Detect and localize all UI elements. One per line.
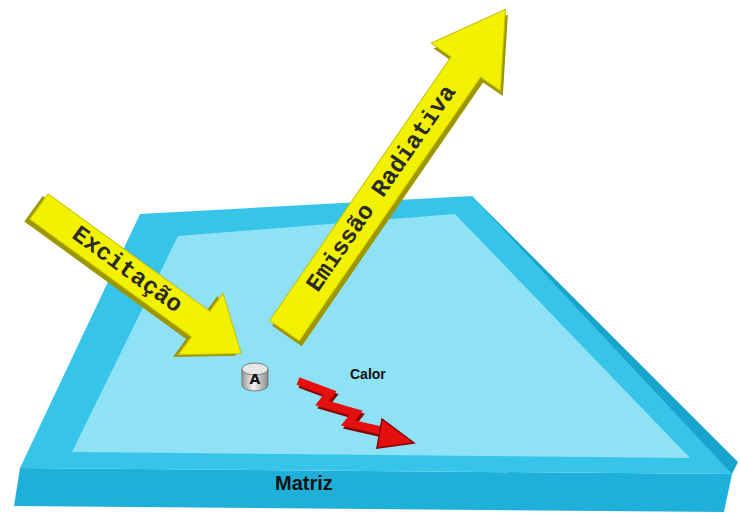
heat-label: Calor	[350, 366, 386, 382]
arrow-face	[17, 176, 264, 384]
slab-top	[72, 214, 690, 458]
arrow-face	[250, 0, 540, 354]
atom-cylinder: A	[240, 362, 270, 392]
heat-arrowhead	[377, 419, 414, 448]
slab-front	[14, 468, 732, 512]
heat-zigzag	[298, 381, 392, 433]
atom-label: A	[250, 371, 261, 387]
matrix-label: Matriz	[275, 472, 333, 495]
